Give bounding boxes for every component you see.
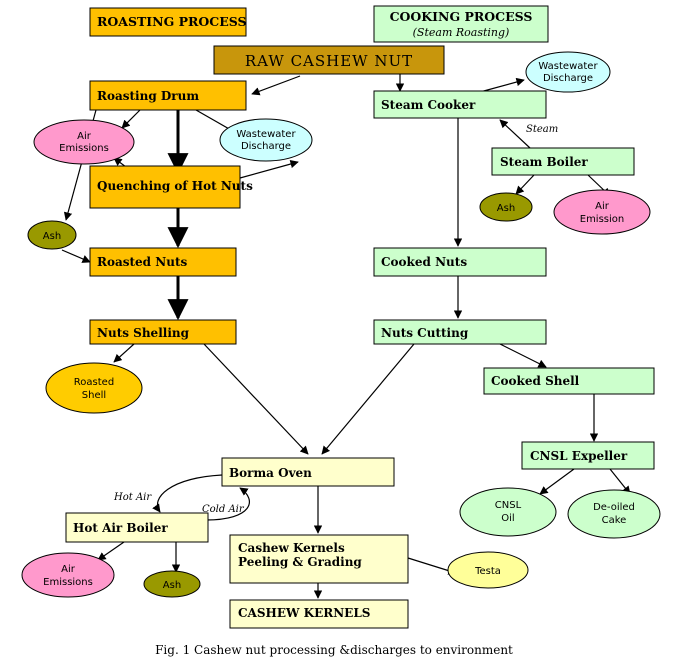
ellipse-ash-2-label: Ash [497,203,515,214]
arrow-shelling-to-borma [203,343,309,455]
arrow-cooker-to-ww2 [479,77,525,93]
ellipse-ash-3: Ash [143,570,201,598]
ellipse-cnsl-oil: CNSL Oil [459,487,557,537]
box-cooked-shell: Cooked Shell [483,367,655,395]
box-roasting-drum: Roasting Drum [89,80,247,111]
ellipse-cnsl-oil-line1: CNSL [495,500,522,511]
arrow-shelling-to-shell [113,343,135,363]
box-steam-cooker: Steam Cooker [373,90,547,119]
header-roasting: ROASTING PROCESS [89,7,247,37]
header-cooking-text: COOKING PROCESS [390,9,533,24]
arrow-cnsl-to-oil [539,468,575,495]
box-steam-cooker-label: Steam Cooker [381,98,476,112]
ellipse-roasted-shell-line2: Shell [82,390,106,401]
box-cnsl-expeller: CNSL Expeller [521,441,655,470]
ellipse-testa-label: Testa [474,566,501,577]
box-hot-air-boiler-label: Hot Air Boiler [73,521,168,535]
arrow-hot-air-loop [152,474,223,513]
ellipse-air-emissions-3-line1: Air [61,564,76,575]
box-roasted-nuts-label: Roasted Nuts [97,255,187,269]
box-nuts-shelling-label: Nuts Shelling [97,326,190,340]
header-roasting-text: ROASTING PROCESS [97,14,247,29]
ellipse-ash-2: Ash [479,192,533,222]
box-steam-boiler-label: Steam Boiler [500,155,588,169]
ellipse-wastewater-1-line2: Discharge [241,141,291,152]
box-cooked-nuts-label: Cooked Nuts [381,255,467,269]
ellipse-deoiled-cake-line2: Cake [602,515,627,526]
box-peeling-line2: Peeling & Grading [238,555,362,569]
ellipse-air-emissions-3-line2: Emissions [43,577,93,588]
ellipse-air-emissions-3: Air Emissions [21,552,115,598]
arrow-cnsl-to-cake [609,468,631,495]
ellipse-wastewater-1-line1: Wastewater [236,129,296,140]
box-quenching: Quenching of Hot Nuts [89,165,253,209]
ellipse-air-emission-2-line2: Emission [580,214,625,225]
box-borma-oven: Borma Oven [221,457,395,487]
ellipse-air-emissions-1: Air Emissions [33,119,135,165]
ellipse-deoiled-cake: De-oiled Cake [567,489,661,539]
arrow-ash-to-roasted [61,249,91,263]
ellipse-testa: Testa [447,551,529,589]
box-cnsl-expeller-label: CNSL Expeller [530,449,628,463]
box-nuts-cutting-label: Nuts Cutting [381,326,469,340]
box-roasted-nuts: Roasted Nuts [89,247,237,277]
ellipse-ash-1: Ash [27,220,77,250]
box-peeling-grading: Cashew Kernels Peeling & Grading [229,534,409,584]
raw-cashew-box: RAW CASHEW NUT [213,45,445,75]
header-cooking: COOKING PROCESS (Steam Roasting) [373,5,549,43]
box-peeling-line1: Cashew Kernels [238,541,345,555]
box-cashew-kernels-label: CASHEW KERNELS [238,606,370,620]
ellipse-cnsl-oil-line2: Oil [501,513,514,524]
arrow-cold-air-loop [205,487,250,521]
box-nuts-cutting: Nuts Cutting [373,319,547,345]
box-cashew-kernels: CASHEW KERNELS [229,599,409,629]
raw-cashew-text: RAW CASHEW NUT [245,52,413,70]
ellipse-deoiled-cake-line1: De-oiled [593,502,635,513]
ellipse-wastewater-2-line1: Wastewater [538,61,598,72]
label-cold-air: Cold Air [202,504,245,515]
label-steam: Steam [526,124,558,135]
box-hot-air-boiler: Hot Air Boiler [65,512,209,543]
header-cooking-subtitle: (Steam Roasting) [413,26,510,39]
box-nuts-shelling: Nuts Shelling [89,319,237,345]
label-hot-air: Hot Air [113,492,152,503]
box-borma-oven-label: Borma Oven [229,466,312,480]
box-cooked-shell-label: Cooked Shell [491,374,580,388]
ellipse-roasted-shell-line1: Roasted [74,377,114,388]
arrow-raw-to-drum [251,75,301,96]
ellipse-wastewater-1: Wastewater Discharge [219,118,313,162]
ellipse-roasted-shell: Roasted Shell [45,362,143,414]
arrow-boiler-to-cooker [499,119,531,149]
ellipse-air-emissions-1-line1: Air [77,131,92,142]
box-cooked-nuts: Cooked Nuts [373,247,547,277]
ellipse-air-emission-2: Air Emission [553,189,651,235]
arrow-cutting-to-shell [499,343,547,368]
arrow-hab-to-airem [97,541,125,561]
ellipse-wastewater-2: Wastewater Discharge [525,51,611,93]
ellipse-ash-1-label: Ash [43,231,61,242]
ellipse-wastewater-2-line2: Discharge [543,73,593,84]
arrow-quench-to-ww [239,159,299,179]
arrow-drum-to-airem [121,109,141,129]
box-roasting-drum-label: Roasting Drum [97,89,199,103]
arrow-boiler-to-ash [515,174,535,195]
ellipse-air-emission-2-line1: Air [595,201,610,212]
ellipse-ash-3-label: Ash [163,580,181,591]
ellipse-air-emissions-1-line2: Emissions [59,143,109,154]
box-steam-boiler: Steam Boiler [491,147,635,176]
box-quenching-label: Quenching of Hot Nuts [97,179,253,193]
figure-caption: Fig. 1 Cashew nut processing &discharges… [155,643,513,657]
arrow-cutting-to-borma [321,343,415,455]
